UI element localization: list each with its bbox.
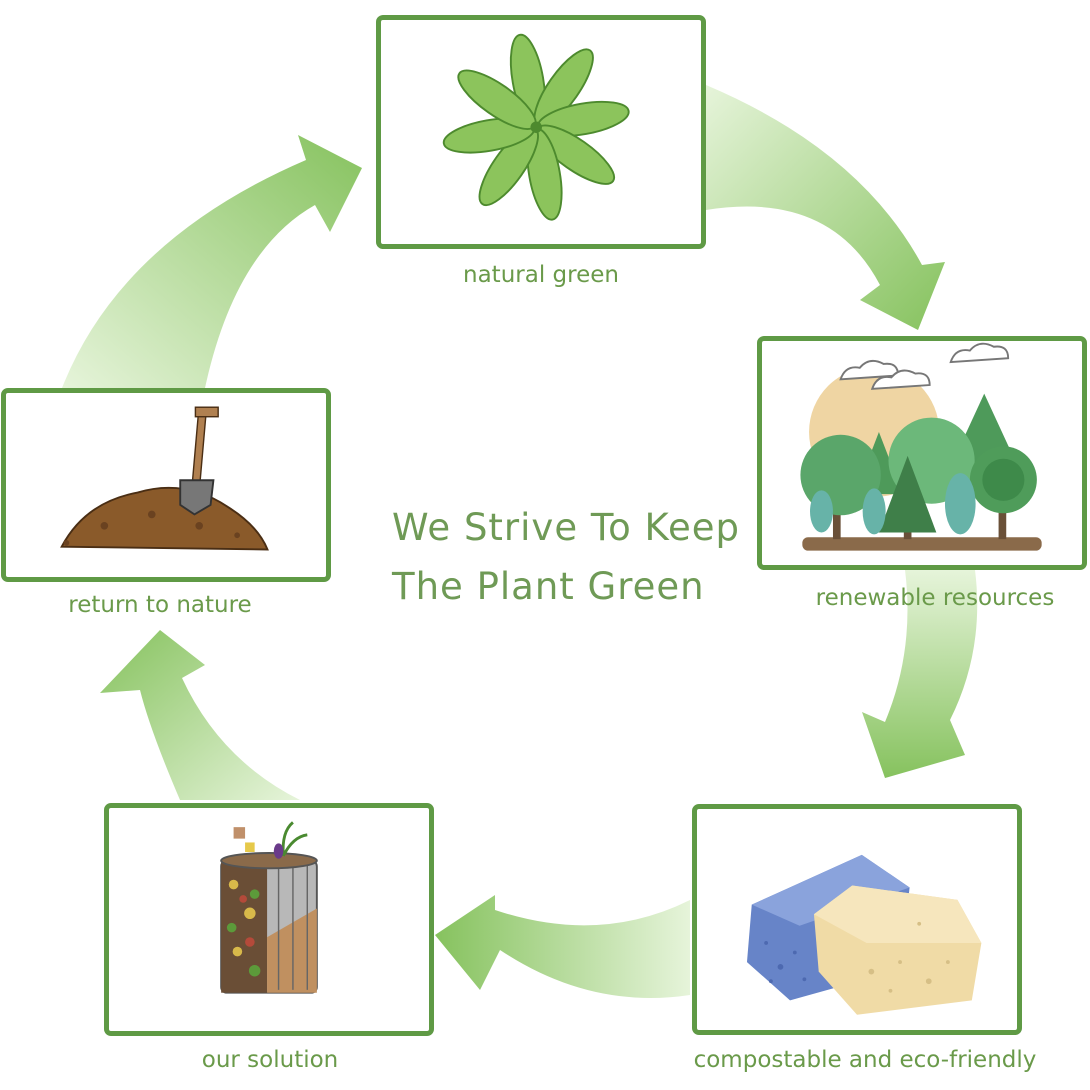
arrow-renewable-to-compostable [862, 570, 978, 778]
sponge-icon [746, 854, 982, 1015]
step-return-frame [1, 388, 331, 582]
step-compostable-frame [692, 804, 1022, 1035]
arrow-compostable-to-solution [435, 895, 690, 998]
step-natural-green-frame [376, 15, 706, 249]
compost-bin-icon [220, 821, 318, 994]
step-our-solution-frame [104, 803, 434, 1036]
arrow-return-to-natural [62, 135, 362, 388]
headline-line-1: We Strive To Keep [392, 506, 740, 549]
soil-shovel-icon [60, 406, 269, 551]
leaves-icon [442, 33, 630, 221]
step-our-solution-label: our solution [201, 1047, 339, 1073]
headline-line-2: The Plant Green [392, 565, 705, 608]
step-return-label: return to nature [68, 592, 252, 618]
arrow-solution-to-return [100, 630, 300, 800]
step-renewable-frame [757, 336, 1087, 570]
step-renewable-label: renewable resources [815, 585, 1055, 611]
headline: We Strive To Keep The Plant Green [392, 498, 740, 616]
step-compostable-label: compostable and eco-friendly [693, 1047, 1037, 1073]
step-natural-green-label: natural green [463, 262, 619, 288]
arrow-natural-to-renewable [706, 85, 945, 330]
forest-icon [800, 342, 1042, 551]
